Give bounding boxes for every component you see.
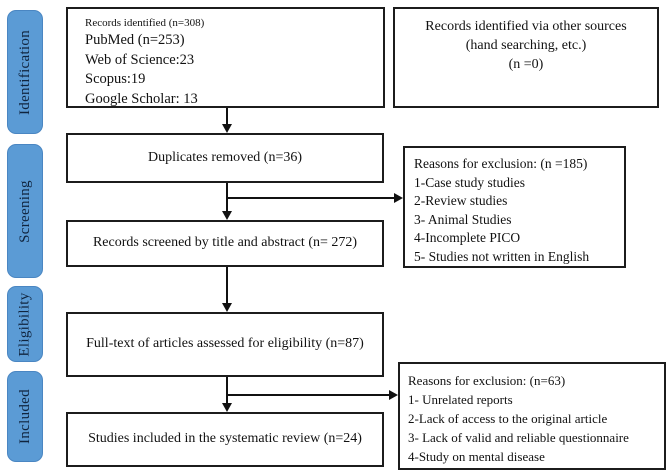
stage-screening-label: Screening — [16, 179, 33, 243]
studies-included-text: Studies included in the systematic revie… — [88, 431, 362, 447]
stage-eligibility: Eligibility — [7, 286, 43, 362]
arrowhead-records-to-duplicates — [222, 124, 232, 133]
exclusion1-title: Reasons for exclusion: (n =185) — [414, 156, 588, 171]
stage-included-label: Included — [16, 389, 33, 444]
connector-fulltext-to-included — [226, 377, 228, 404]
records-identified-title: Records identified (n=308) — [85, 17, 205, 29]
box-exclusion-reasons-2: Reasons for exclusion: (n=63) 1- Unrelat… — [398, 362, 666, 470]
box-duplicates-removed: Duplicates removed (n=36) — [66, 133, 384, 183]
box-studies-included: Studies included in the systematic revie… — [66, 412, 384, 467]
stage-screening: Screening — [7, 144, 43, 278]
exclusion1-item2: 2-Review studies — [414, 193, 508, 208]
records-identified-wos: Web of Science:23 — [85, 51, 195, 68]
arrowhead-branch-exclusion2 — [389, 390, 398, 400]
other-sources-line2: (hand searching, etc.) — [465, 37, 587, 53]
stage-identification-label: Identification — [16, 29, 33, 115]
arrowhead-fulltext-to-included — [222, 403, 232, 412]
exclusion2-item4: 4-Study on mental disease — [408, 449, 545, 464]
stage-included: Included — [7, 371, 43, 462]
box-fulltext-assessed: Full-text of articles assessed for eligi… — [66, 312, 384, 377]
box-exclusion-reasons-1: Reasons for exclusion: (n =185) 1-Case s… — [403, 146, 626, 268]
box-records-screened: Records screened by title and abstract (… — [66, 220, 384, 267]
arrowhead-branch-exclusion1 — [394, 193, 403, 203]
exclusion1-item5: 5- Studies not written in English — [414, 248, 590, 264]
exclusion2-item2: 2-Lack of access to the original article — [408, 411, 608, 426]
records-screened-text: Records screened by title and abstract (… — [92, 235, 358, 251]
records-identified-scholar: Google Scholar: 13 — [85, 90, 198, 107]
connector-branch-exclusion1 — [227, 197, 394, 199]
exclusion2-item1: 1- Unrelated reports — [408, 392, 513, 407]
exclusion1-item4: 4-Incomplete PICO — [414, 230, 521, 245]
exclusion1-item3: 3- Animal Studies — [414, 211, 512, 227]
stage-identification: Identification — [7, 10, 43, 134]
connector-screened-to-fulltext — [226, 267, 228, 304]
arrowhead-duplicates-to-screened — [222, 211, 232, 220]
other-sources-line3: (n =0) — [508, 56, 544, 72]
exclusion2-title: Reasons for exclusion: (n=63) — [408, 373, 566, 388]
records-identified-scopus: Scopus:19 — [85, 71, 146, 87]
exclusion1-item1: 1-Case study studies — [414, 174, 525, 190]
connector-records-to-duplicates — [226, 108, 228, 125]
connector-branch-exclusion2 — [227, 394, 389, 396]
box-records-identified: Records identified (n=308) PubMed (n=253… — [66, 7, 385, 108]
exclusion2-item3: 3- Lack of valid and reliable questionna… — [408, 430, 629, 445]
fulltext-assessed-text: Full-text of articles assessed for eligi… — [86, 336, 364, 352]
arrowhead-screened-to-fulltext — [222, 303, 232, 312]
box-other-sources: Records identified via other sources (ha… — [393, 7, 659, 108]
records-identified-pubmed: PubMed (n=253) — [85, 32, 185, 48]
duplicates-removed-text: Duplicates removed (n=36) — [147, 149, 303, 165]
stage-eligibility-label: Eligibility — [16, 291, 33, 357]
other-sources-line1: Records identified via other sources — [425, 19, 627, 34]
